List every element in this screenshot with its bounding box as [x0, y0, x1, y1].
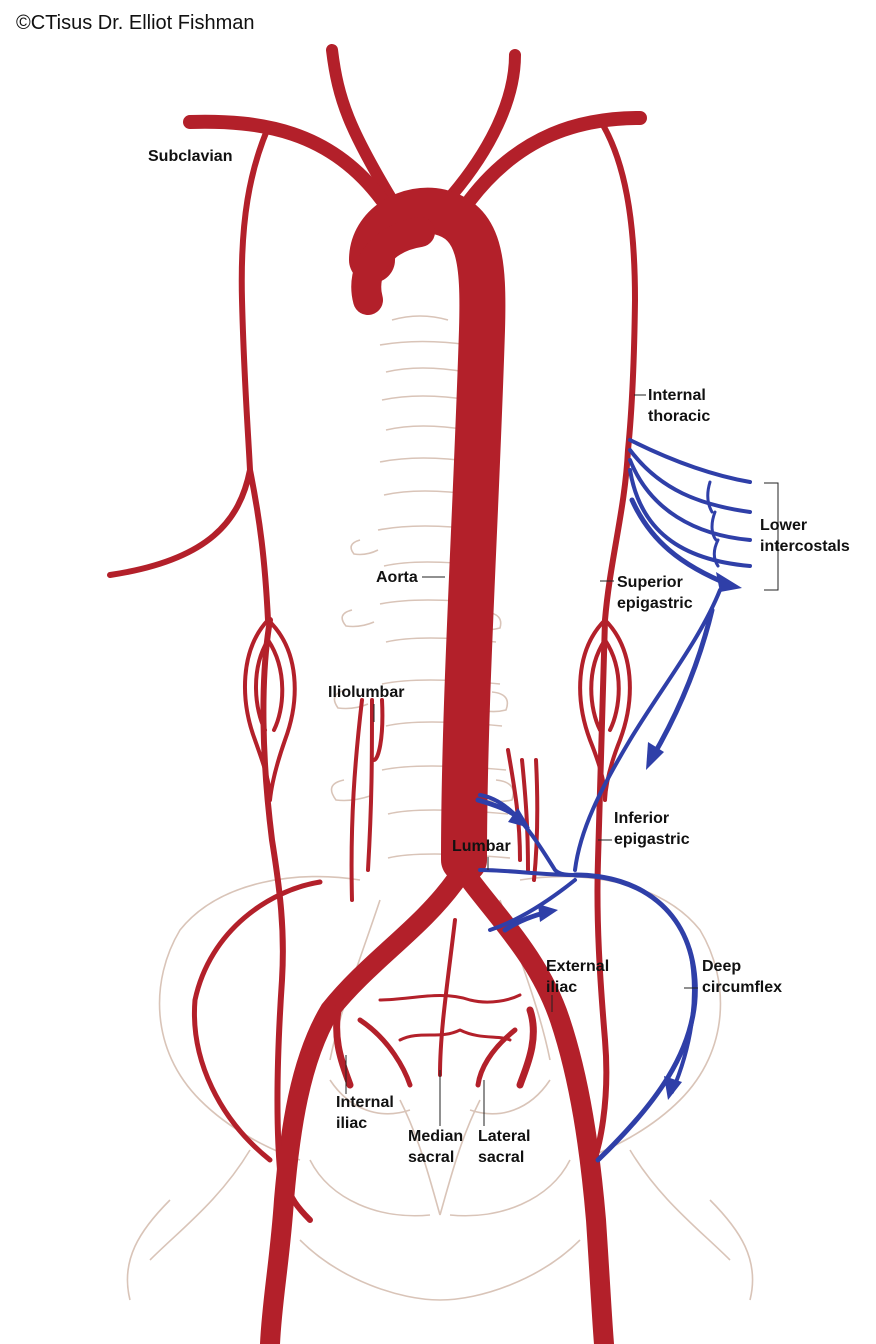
- right-rete: [578, 618, 632, 802]
- epigastric-arrow: [649, 607, 715, 761]
- label-internal-thoracic: Internal thoracic: [648, 385, 710, 427]
- subclavian-left-upper: [183, 114, 389, 207]
- label-aorta-text: Aorta: [376, 569, 418, 586]
- label-median-sacral: Median sacral: [408, 1126, 463, 1168]
- left-arm-branch: [107, 467, 253, 578]
- label-lumbar-text: Lumbar: [452, 838, 511, 855]
- lumbar-collateral-2: [478, 868, 577, 877]
- left-branch-b: [357, 1017, 413, 1088]
- right-internal-thoracic: [597, 117, 638, 623]
- common-iliac-right: [460, 870, 614, 1344]
- label-inferior-epigastric: Inferior epigastric: [614, 808, 690, 850]
- label-iliolumbar: Iliolumbar: [328, 682, 404, 703]
- sacral-network: [378, 993, 522, 1042]
- label-external-iliac-l2: iliac: [546, 979, 578, 996]
- epigastric-arrowhead: [646, 742, 664, 770]
- right-branch-b: [475, 1027, 518, 1088]
- label-aorta: Aorta: [376, 567, 418, 588]
- label-deep-circumflex: Deep circumflex: [702, 956, 782, 998]
- arteries: [107, 44, 647, 1344]
- label-internal-iliac: Internal iliac: [336, 1092, 394, 1134]
- aorta-arch-inner: [351, 217, 435, 315]
- label-superior-epigastric-l2: epigastric: [617, 595, 693, 612]
- lower-intercostal-3: [628, 458, 752, 542]
- lumbar-collateral-3: [488, 878, 577, 932]
- label-internal-iliac-l1: Internal: [336, 1094, 394, 1111]
- label-internal-thoracic-l2: thoracic: [648, 408, 711, 425]
- common-iliac-left: [260, 870, 466, 1344]
- label-superior-epigastric: Superior epigastric: [617, 572, 693, 614]
- aorta-arch: [349, 187, 506, 883]
- intercostal-arrow: [629, 497, 733, 588]
- label-lateral-sacral-l2: sacral: [478, 1149, 525, 1166]
- left-rete: [243, 618, 297, 802]
- right-common-carotid: [446, 49, 521, 201]
- left-internal-thoracic: [238, 125, 271, 623]
- copyright-text: ©CTisus Dr. Elliot Fishman: [16, 12, 255, 34]
- label-external-iliac-l1: External: [546, 958, 610, 975]
- pelvis: [126, 875, 754, 1301]
- left-outer-vessel-2: [191, 879, 323, 1163]
- spine: [330, 315, 515, 859]
- label-deep-circumflex-l1: Deep: [702, 958, 742, 975]
- label-lateral-sacral-l1: Lateral: [478, 1128, 531, 1145]
- lumbar-arrowhead-2: [538, 904, 558, 922]
- label-lower-intercostals: Lower intercostals: [760, 515, 850, 557]
- superior-epigastric-collateral: [573, 588, 722, 872]
- label-deep-circumflex-l2: circumflex: [702, 979, 783, 996]
- label-lower-intercostals-l1: Lower: [760, 517, 808, 534]
- left-outer-vessel: [260, 617, 313, 1223]
- label-external-iliac: External iliac: [546, 956, 609, 998]
- left-iliolumbar-vessels: [349, 698, 385, 902]
- label-median-sacral-l2: sacral: [408, 1149, 455, 1166]
- label-subclavian-text: Subclavian: [148, 148, 233, 165]
- intercostal-connectors: [706, 480, 720, 568]
- label-median-sacral-l1: Median: [408, 1128, 464, 1145]
- right-lumbar-vessels: [506, 748, 540, 882]
- skeleton-outline: [126, 315, 754, 1301]
- deep-circumflex-arrowhead: [664, 1076, 682, 1100]
- label-subclavian: Subclavian: [148, 146, 232, 167]
- label-lumbar: Lumbar: [452, 836, 511, 857]
- lower-intercostal-1: [628, 438, 752, 484]
- leader-lines: [345, 394, 779, 1126]
- left-internal-iliac-branch: [333, 996, 354, 1089]
- lumbar-arrowhead: [508, 808, 530, 828]
- label-internal-iliac-l2: iliac: [336, 1115, 368, 1132]
- deep-circumflex-arrow: [670, 948, 696, 1094]
- label-lower-intercostals-l2: intercostals: [760, 538, 850, 555]
- label-internal-thoracic-l1: Internal: [648, 387, 706, 404]
- label-iliolumbar-text: Iliolumbar: [328, 684, 405, 701]
- label-inferior-epigastric-l1: Inferior: [614, 810, 670, 827]
- lower-intercostal-4: [628, 468, 752, 568]
- collateral-vessels: [475, 438, 752, 1163]
- intercostal-arrowhead: [716, 572, 742, 592]
- label-lateral-sacral: Lateral sacral: [478, 1126, 530, 1168]
- median-sacral-vessel: [438, 918, 457, 1077]
- left-common-carotid: [326, 44, 398, 206]
- right-outer-vessel: [587, 617, 610, 1173]
- label-superior-epigastric-l1: Superior: [617, 574, 683, 591]
- subclavian-right-upper: [463, 111, 647, 207]
- label-inferior-epigastric-l2: epigastric: [614, 831, 690, 848]
- lower-intercostal-2: [628, 448, 752, 514]
- right-internal-iliac-branch: [516, 1006, 537, 1089]
